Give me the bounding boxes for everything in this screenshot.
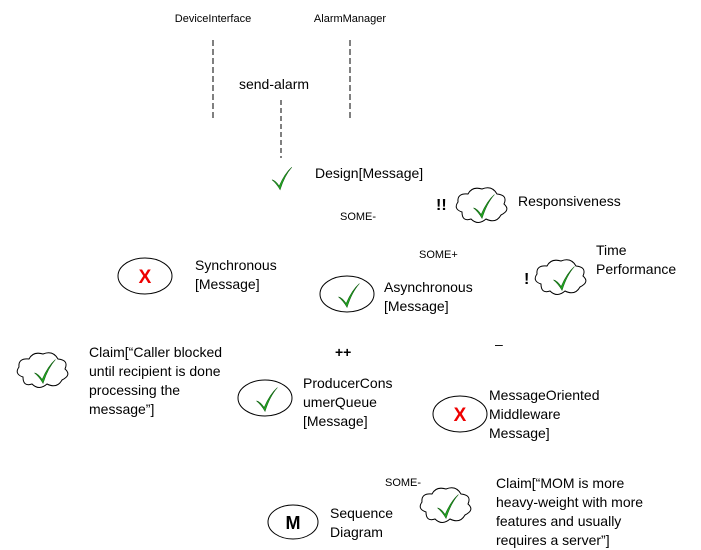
contribution-some-plus: SOME+ bbox=[419, 249, 458, 261]
mom-label-line1: MessageOriented bbox=[489, 387, 600, 403]
lifeline-device-interface-label: DeviceInterface bbox=[175, 13, 251, 25]
contribution-some-minus-top: SOME- bbox=[340, 211, 376, 223]
asynchronous-label-line1: Asynchronous bbox=[384, 279, 473, 295]
asynchronous-label-line2: [Message] bbox=[384, 298, 449, 314]
responsiveness-label: Responsiveness bbox=[518, 193, 621, 209]
producer-consumer-line2: umerQueue bbox=[303, 394, 377, 410]
responsiveness-priority-marker: !! bbox=[436, 197, 447, 214]
claim-caller-line2: until recipient is done bbox=[89, 363, 221, 379]
claim-mom-line1: Claim[“MOM is more bbox=[496, 475, 625, 491]
producer-consumer-node-ellipse bbox=[237, 379, 293, 417]
design-check-icon bbox=[271, 166, 293, 191]
time-performance-priority-marker: ! bbox=[524, 271, 529, 288]
contribution-some-minus-bottom: SOME- bbox=[385, 477, 421, 489]
mom-node-ellipse bbox=[432, 395, 488, 433]
asynchronous-node-ellipse bbox=[319, 275, 375, 313]
synchronous-label-line2: [Message] bbox=[195, 276, 260, 292]
sequence-diagram-m-icon: M bbox=[286, 513, 301, 533]
mom-label-line3: Message] bbox=[489, 425, 550, 441]
claim-mom-line2: heavy-weight with more bbox=[496, 494, 643, 510]
synchronous-cross-icon: X bbox=[139, 267, 152, 288]
synchronous-node-ellipse bbox=[117, 257, 173, 295]
producer-consumer-line1: ProducerCons bbox=[303, 375, 393, 391]
sequence-diagram-label-line1: Sequence bbox=[330, 505, 393, 521]
mom-cross-icon: X bbox=[454, 405, 467, 426]
mom-label-line2: Middleware bbox=[489, 406, 561, 422]
synchronous-label-line1: Synchronous bbox=[195, 257, 277, 273]
producer-consumer-check-icon bbox=[256, 387, 278, 412]
asynchronous-check-icon bbox=[338, 283, 360, 308]
claim-caller-check-icon bbox=[34, 359, 56, 384]
claim-caller-line3: processing the bbox=[89, 382, 180, 398]
time-performance-label-line2: Performance bbox=[596, 261, 676, 277]
claim-caller-line4: message”] bbox=[89, 401, 154, 417]
contribution-minus: – bbox=[495, 336, 503, 352]
contribution-plus-plus: ++ bbox=[335, 344, 351, 360]
responsiveness-check-icon bbox=[473, 194, 495, 219]
time-performance-cloud-icon bbox=[534, 259, 587, 295]
producer-consumer-line3: [Message] bbox=[303, 413, 368, 429]
sequence-diagram-node-ellipse bbox=[267, 504, 319, 540]
sequence-diagram-label-line2: Diagram bbox=[330, 524, 383, 540]
send-alarm-message: send-alarm bbox=[239, 76, 309, 92]
time-performance-check-icon bbox=[553, 266, 575, 291]
lifeline-alarm-manager-label: AlarmManager bbox=[314, 13, 386, 25]
time-performance-label-line1: Time bbox=[596, 242, 627, 258]
claim-mom-line3: features and usually bbox=[496, 513, 621, 529]
design-message-label: Design[Message] bbox=[315, 165, 423, 181]
claim-mom-line4: requires a server”] bbox=[496, 532, 610, 548]
claim-mom-check-icon bbox=[437, 494, 459, 519]
claim-caller-line1: Claim[“Caller blocked bbox=[89, 344, 222, 360]
